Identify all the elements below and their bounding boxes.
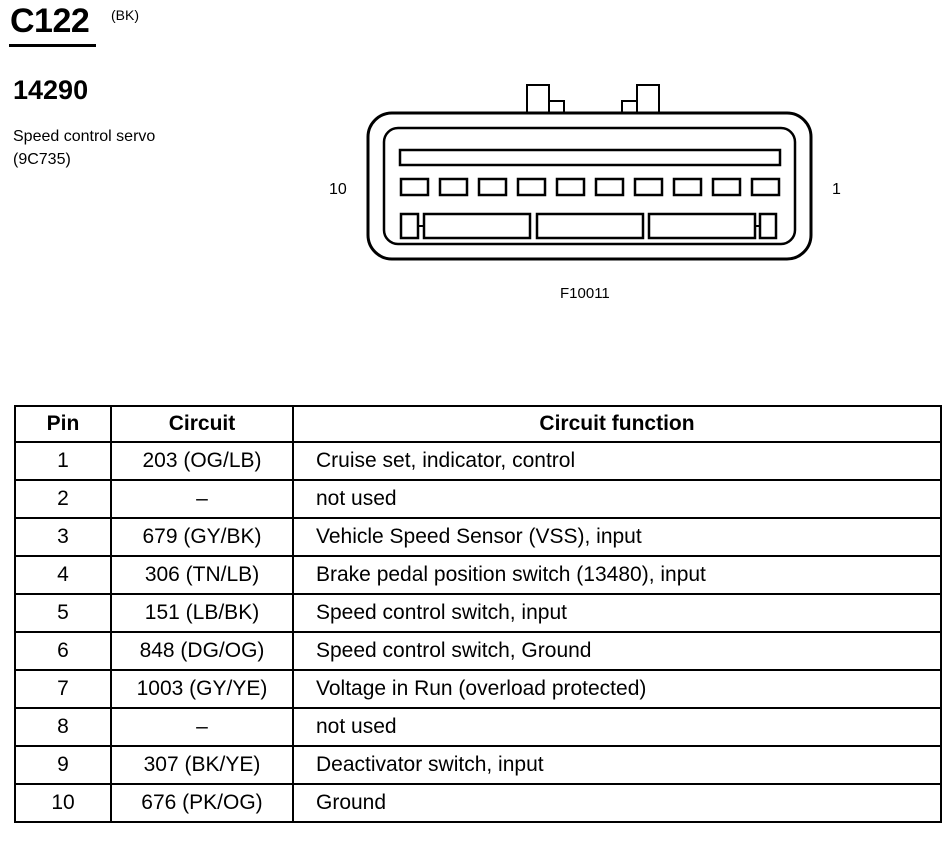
component-description: Speed control servo	[13, 128, 156, 145]
component-part-reference: (9C735)	[13, 151, 71, 168]
circuit-cell: 676 (PK/OG)	[110, 783, 294, 823]
circuit-cell: 848 (DG/OG)	[110, 631, 294, 671]
pin-cavities	[399, 177, 781, 197]
pin-cavity-6	[555, 177, 586, 197]
function-cell: Brake pedal position switch (13480), inp…	[292, 555, 942, 595]
circuit-cell: –	[110, 479, 294, 519]
circuit-cell: 203 (OG/LB)	[110, 441, 294, 481]
part-number: 14290	[13, 75, 89, 105]
pin-cell: 5	[14, 593, 112, 633]
pin-cavity-3	[672, 177, 703, 197]
pin-cell: 1	[14, 441, 112, 481]
pin-cavity-4	[633, 177, 664, 197]
bottom-key-ribs	[399, 212, 778, 240]
pin-cavity-5	[594, 177, 625, 197]
pin-cavity-7	[516, 177, 547, 197]
pin-cell: 2	[14, 479, 112, 519]
pin-cell: 3	[14, 517, 112, 557]
pin-cavity-2	[711, 177, 742, 197]
function-cell: Vehicle Speed Sensor (VSS), input	[292, 517, 942, 557]
pin-cavity-1	[750, 177, 781, 197]
circuit-cell: 151 (LB/BK)	[110, 593, 294, 633]
function-cell: Voltage in Run (overload protected)	[292, 669, 942, 709]
pin-cavity-10	[399, 177, 430, 197]
function-cell: not used	[292, 707, 942, 747]
pin-cavity-9	[438, 177, 469, 197]
connector-face-diagram	[366, 84, 813, 261]
locking-tab-right	[621, 84, 660, 116]
circuit-cell: 1003 (GY/YE)	[110, 669, 294, 709]
column-header-pin: Pin	[14, 405, 112, 443]
circuit-cell: 679 (GY/BK)	[110, 517, 294, 557]
function-cell: Speed control switch, input	[292, 593, 942, 633]
circuit-cell: –	[110, 707, 294, 747]
top-key-slot	[398, 148, 782, 167]
connector-color: (BK)	[111, 7, 139, 23]
pin-number-label-right: 1	[832, 181, 841, 198]
function-cell: Speed control switch, Ground	[292, 631, 942, 671]
table-row: 8–not used	[14, 707, 942, 747]
pin-cavity-8	[477, 177, 508, 197]
circuit-cell: 307 (BK/YE)	[110, 745, 294, 785]
pin-cell: 10	[14, 783, 112, 823]
column-header-circuit: Circuit	[110, 405, 294, 443]
pin-cell: 4	[14, 555, 112, 595]
table-row: 2–not used	[14, 479, 942, 519]
circuit-cell: 306 (TN/LB)	[110, 555, 294, 595]
pin-cell: 6	[14, 631, 112, 671]
table-header-row: Pin Circuit Circuit function	[14, 405, 942, 443]
pin-cell: 8	[14, 707, 112, 747]
pin-cell: 9	[14, 745, 112, 785]
locking-tab-left	[526, 84, 565, 116]
function-cell: Deactivator switch, input	[292, 745, 942, 785]
connector-housing-inner	[382, 126, 797, 246]
connector-id: C122	[10, 2, 90, 40]
column-header-function: Circuit function	[292, 405, 942, 443]
function-cell: Cruise set, indicator, control	[292, 441, 942, 481]
pin-number-label-left: 10	[329, 181, 347, 198]
figure-reference: F10011	[560, 285, 610, 302]
connector-id-underline	[9, 44, 96, 47]
function-cell: not used	[292, 479, 942, 519]
function-cell: Ground	[292, 783, 942, 823]
pin-cell: 7	[14, 669, 112, 709]
